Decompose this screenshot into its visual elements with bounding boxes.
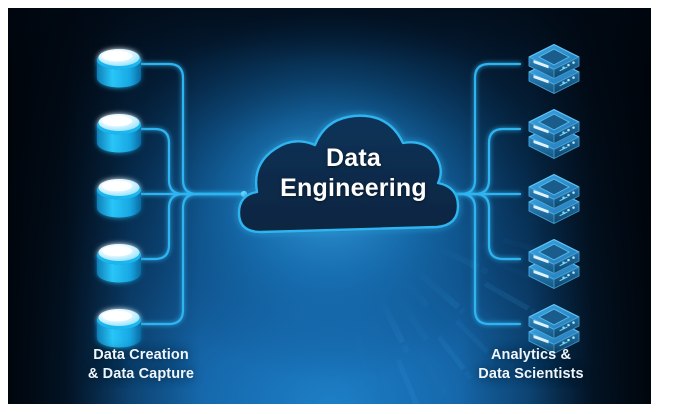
connector-left-5 xyxy=(139,192,246,326)
database-cylinder-icon[interactable] xyxy=(97,179,141,218)
connector-right-4 xyxy=(412,192,522,261)
server-stack-icon[interactable] xyxy=(528,173,580,224)
database-cylinder-icon[interactable] xyxy=(97,49,141,88)
right-group-caption: Analytics & Data Scientists xyxy=(478,347,584,383)
artboard: Data Creation & Data Capture Analytics &… xyxy=(8,8,651,404)
database-cylinder-icon[interactable] xyxy=(97,309,141,348)
database-cylinder-icon[interactable] xyxy=(97,114,141,153)
connector-right-5 xyxy=(412,192,522,326)
connector-left-4 xyxy=(139,192,246,261)
server-stack-icon[interactable] xyxy=(528,43,580,94)
server-stack-icon[interactable] xyxy=(528,303,580,354)
source-database-icons xyxy=(97,49,141,348)
server-stack-icon[interactable] xyxy=(528,238,580,289)
cloud-shape xyxy=(237,114,460,234)
left-group-caption: Data Creation & Data Capture xyxy=(87,347,195,383)
server-stack-icon[interactable] xyxy=(528,108,580,159)
center-cloud-node[interactable] xyxy=(8,8,651,404)
consumer-server-icons xyxy=(528,43,580,354)
database-cylinder-icon[interactable] xyxy=(97,244,141,283)
